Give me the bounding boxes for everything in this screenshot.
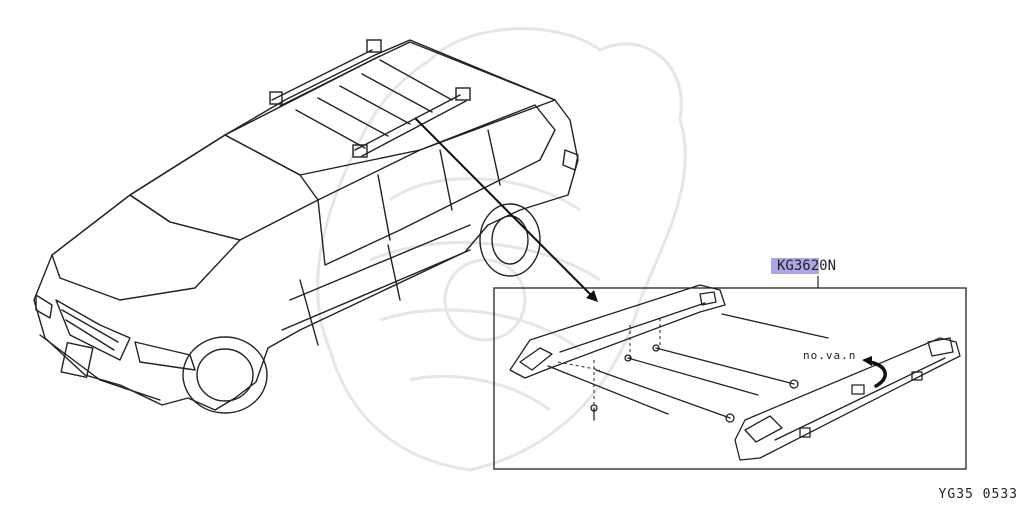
assembly-guide-lines [557, 318, 661, 405]
detail-box [493, 287, 967, 470]
part-number-rest: 0N [819, 258, 837, 274]
rotate-arrow-icon [862, 356, 887, 388]
vehicle-illustration [33, 39, 579, 414]
pointer-arrow [414, 117, 598, 302]
watermark [316, 27, 687, 472]
diagram-code: YG35 0533 [938, 487, 1018, 502]
note-label: no.va.n [803, 349, 857, 362]
part-number-highlight: KG362 [771, 258, 820, 274]
roof-rack-exploded-view [509, 284, 961, 461]
vehicle-roof-rack [269, 39, 471, 158]
part-number-label: KG3620N [771, 257, 836, 275]
